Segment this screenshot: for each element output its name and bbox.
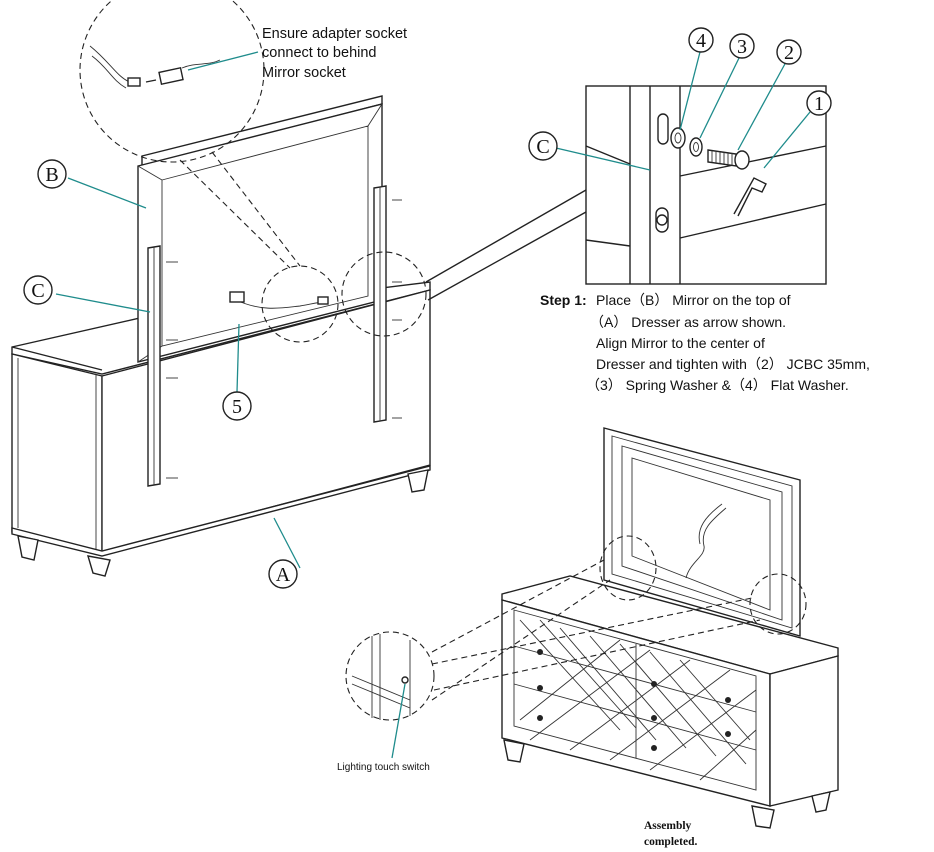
leader-A bbox=[273, 517, 301, 569]
callout-2: 2 bbox=[776, 39, 802, 65]
svg-text:1: 1 bbox=[814, 93, 824, 115]
leader-4 bbox=[679, 51, 701, 131]
completed-line1: Assembly bbox=[644, 820, 692, 832]
svg-text:A: A bbox=[276, 564, 291, 586]
step1-line1: Place（B） Mirror on the top of bbox=[596, 292, 791, 308]
callout-A: A bbox=[268, 559, 298, 589]
svg-text:C: C bbox=[31, 280, 44, 302]
svg-text:3: 3 bbox=[737, 36, 747, 58]
leader-B bbox=[67, 177, 147, 209]
dresser-exploded-view bbox=[11, 0, 431, 577]
leader-3 bbox=[699, 55, 741, 139]
assembled-dresser bbox=[345, 427, 839, 829]
leader-2 bbox=[737, 61, 787, 151]
step1-label: Step 1: bbox=[540, 292, 587, 308]
callout-4: 4 bbox=[688, 27, 714, 53]
step1-line2: （A） Dresser as arrow shown. bbox=[590, 314, 786, 330]
callout-B: B bbox=[37, 159, 67, 189]
callout-1: 1 bbox=[806, 90, 832, 116]
bolt-detail bbox=[425, 85, 827, 301]
svg-text:2: 2 bbox=[784, 42, 794, 64]
completed-line2: completed. bbox=[644, 836, 697, 848]
callout-C-detail: C bbox=[528, 131, 558, 161]
step1-line5: （3） Spring Washer &（4） Flat Washer. bbox=[586, 377, 849, 393]
svg-text:4: 4 bbox=[696, 30, 706, 52]
adapter-note-line3: Mirror socket bbox=[262, 65, 346, 81]
svg-text:B: B bbox=[45, 164, 58, 186]
leader-switch bbox=[391, 683, 406, 759]
callout-3: 3 bbox=[729, 33, 755, 59]
leader-1 bbox=[763, 111, 811, 169]
svg-text:C: C bbox=[536, 136, 549, 158]
callout-C-left: C bbox=[23, 275, 53, 305]
leader-5 bbox=[236, 323, 240, 393]
svg-text:5: 5 bbox=[232, 396, 242, 418]
step1-instructions: Step 1: Place（B） Mirror on the top of （A… bbox=[540, 292, 870, 393]
leader-C-left bbox=[55, 293, 151, 313]
callout-5: 5 bbox=[222, 391, 252, 421]
svg-text:Step 1:: Step 1: bbox=[540, 292, 587, 308]
adapter-note-line1: Ensure adapter socket bbox=[262, 26, 407, 42]
leader-adapter bbox=[187, 51, 259, 71]
leader-C-detail bbox=[555, 147, 651, 171]
lighting-switch-label: Lighting touch switch bbox=[337, 762, 430, 773]
adapter-note-line2: connect to behind bbox=[262, 45, 376, 61]
step1-line3: Align Mirror to the center of bbox=[596, 335, 765, 351]
step1-line4: Dresser and tighten with（2） JCBC 35mm, bbox=[596, 356, 870, 372]
adapter-note: Ensure adapter socket connect to behind … bbox=[262, 26, 407, 81]
